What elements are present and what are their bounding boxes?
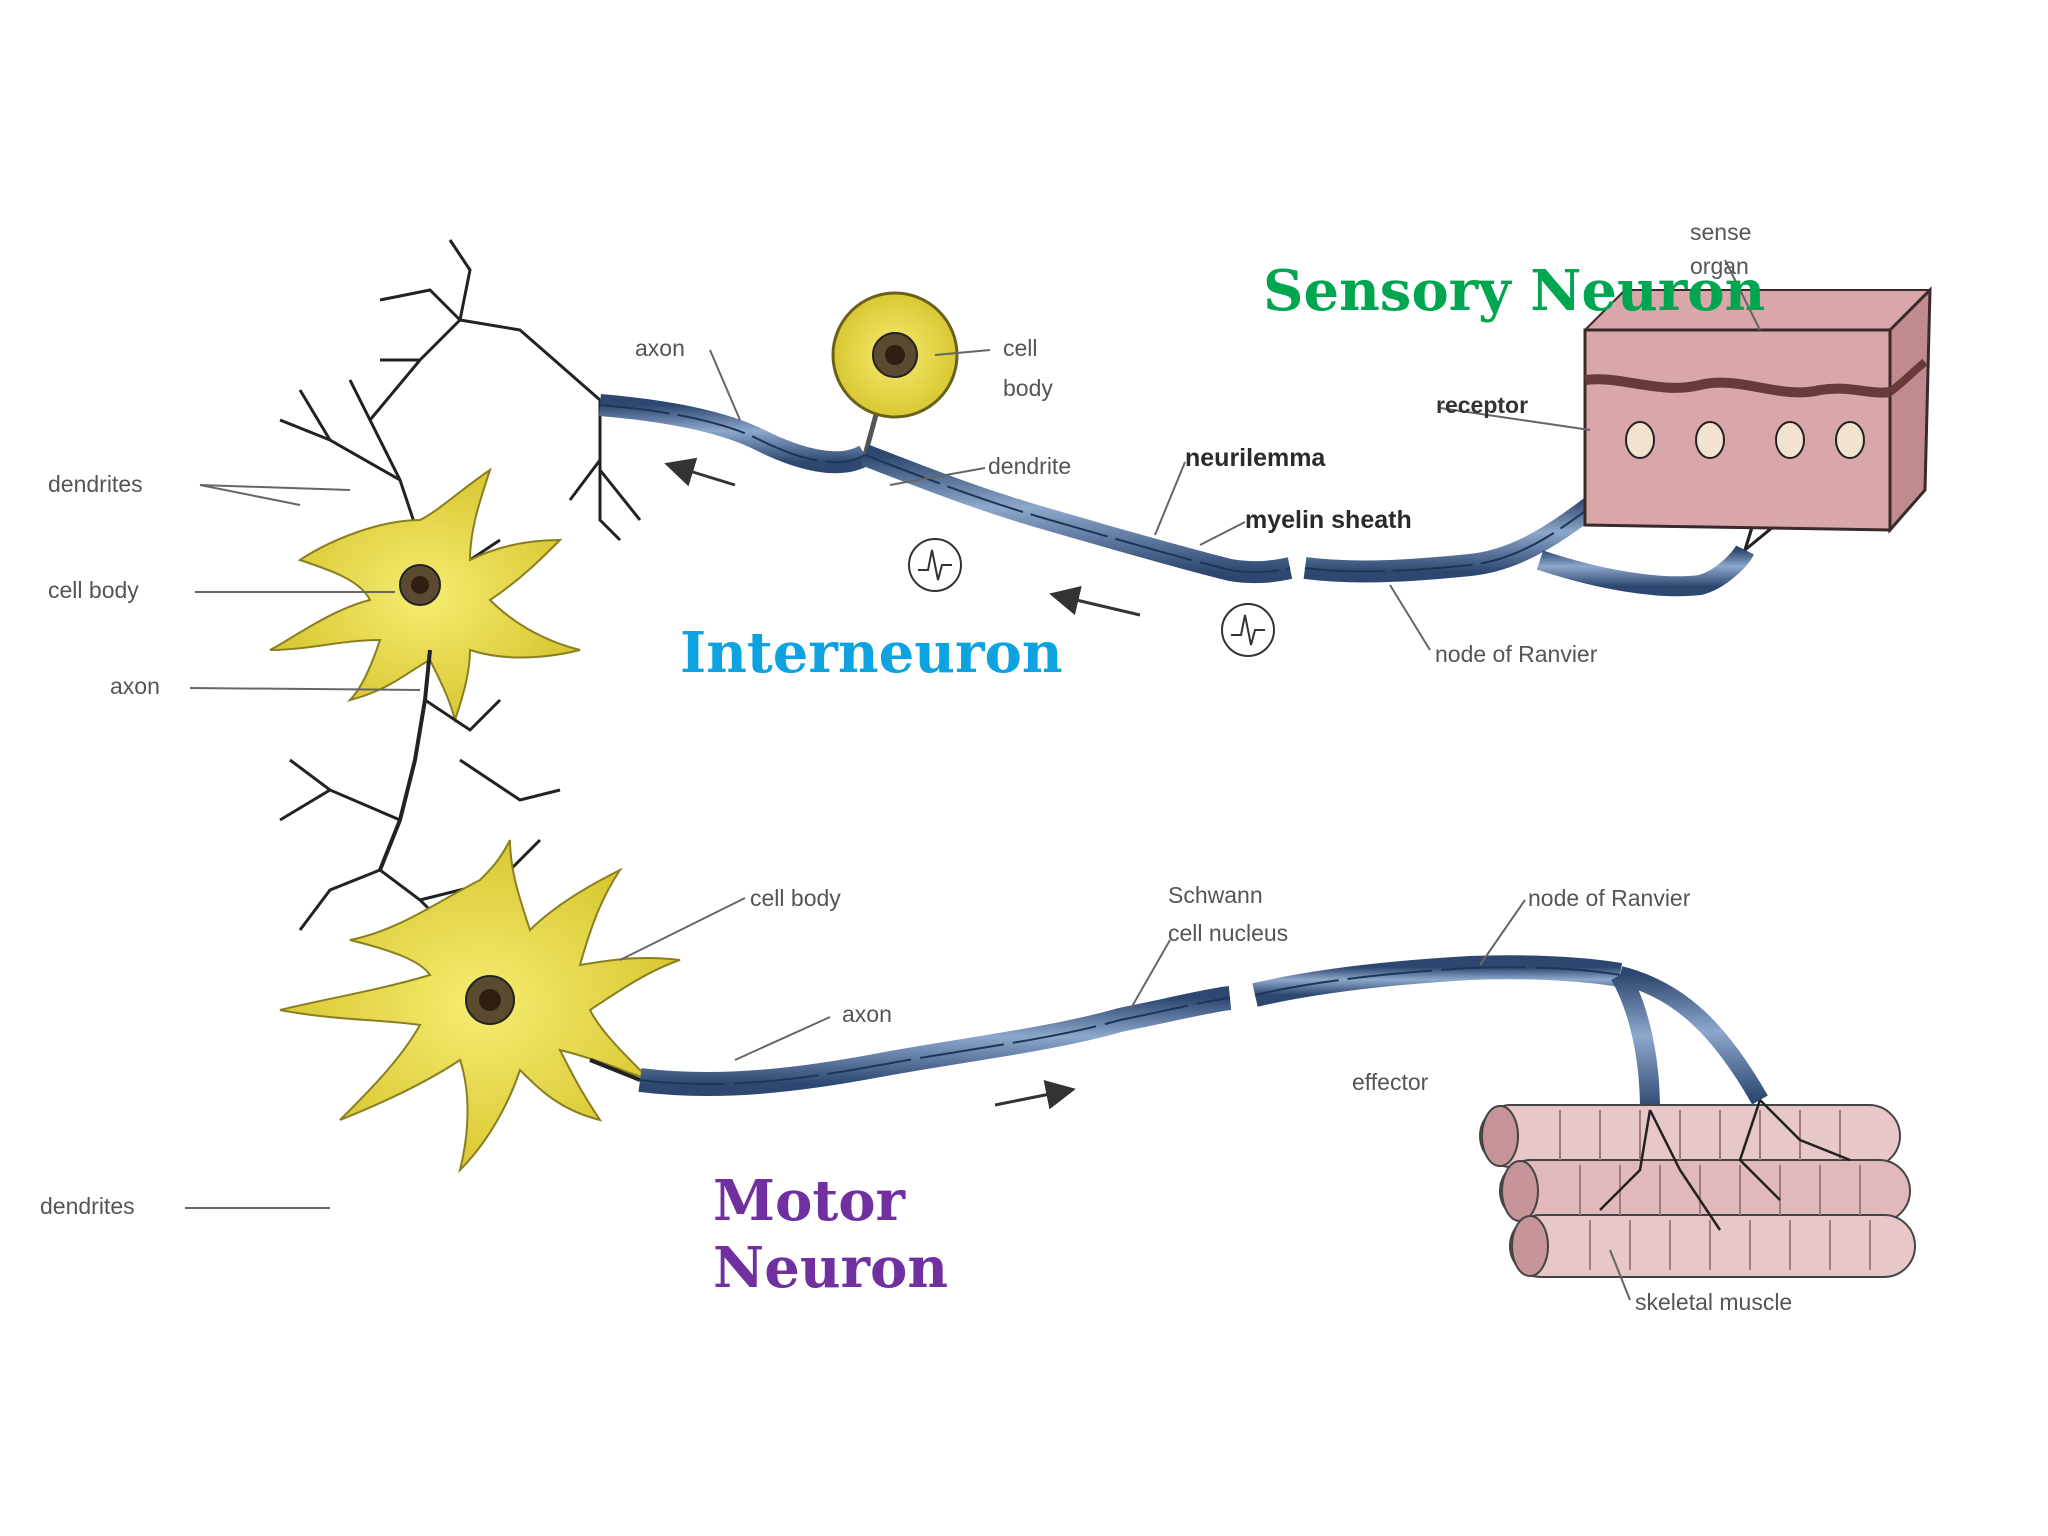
label-dendrite: dendrite (988, 453, 1071, 479)
label-node-ranvier-top: node of Ranvier (1435, 641, 1598, 667)
label-receptor: receptor (1436, 392, 1528, 418)
label-schwann-2: cell nucleus (1168, 920, 1288, 946)
impulse-symbol-icon (908, 538, 962, 592)
label-dendrites-top: dendrites (48, 471, 143, 497)
label-node-ranvier-bottom: node of Ranvier (1528, 885, 1691, 911)
label-axon-left: axon (110, 673, 160, 699)
label-axon-top: axon (635, 335, 685, 361)
label-schwann-1: Schwann (1168, 882, 1263, 908)
label-cell-top-1: cell (1003, 335, 1038, 361)
label-axon-motor: axon (842, 1001, 892, 1027)
label-skeletal-muscle: skeletal muscle (1635, 1289, 1792, 1315)
label-neurilemma: neurilemma (1185, 444, 1326, 472)
motor-neuron (279, 839, 1916, 1278)
motor-axon (638, 986, 1232, 1096)
sensory-neuron-title: Sensory Neuron (1263, 258, 1766, 324)
interneuron (269, 239, 642, 942)
sensory-neuron (599, 286, 1932, 657)
label-effector: effector (1352, 1069, 1429, 1095)
label-myelin-sheath: myelin sheath (1245, 506, 1412, 534)
sensory-axon-segment (599, 394, 871, 474)
arrow-left-icon (1049, 585, 1141, 617)
skeletal-muscle (1479, 1099, 1916, 1278)
label-cell-top-2: body (1003, 375, 1053, 401)
motor-cell-body (279, 839, 681, 1174)
interneuron-title: Interneuron (680, 620, 1063, 686)
leader-lines (185, 259, 1761, 1301)
label-sense-2: organ (1690, 253, 1749, 279)
label-cell-body-left: cell body (48, 577, 139, 603)
sense-organ-skin (1583, 286, 1932, 534)
label-dendrites-bottom: dendrites (40, 1193, 135, 1219)
arrow-right-icon (994, 1079, 1076, 1110)
label-sense-1: sense (1690, 219, 1751, 245)
interneuron-axon (378, 649, 432, 871)
arrow-left-icon (664, 457, 736, 487)
impulse-symbol-icon (1221, 603, 1275, 657)
motor-neuron-title: Motor Neuron (713, 1168, 949, 1302)
label-cell-body-motor: cell body (750, 885, 841, 911)
sensory-cell-body (831, 291, 959, 456)
